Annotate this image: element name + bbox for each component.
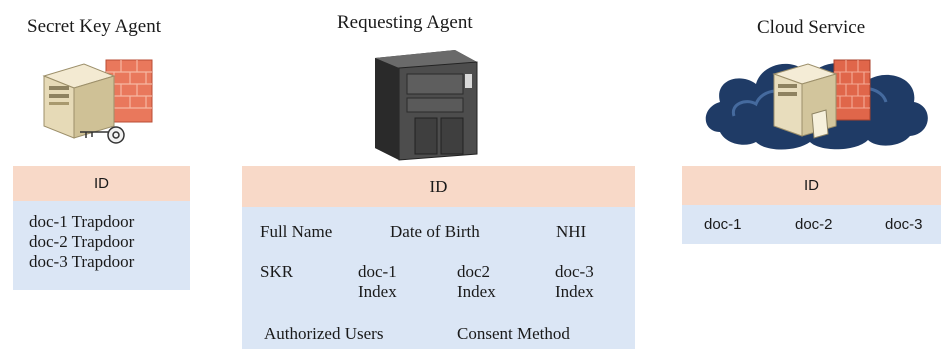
requesting-agent-body: Full Name Date of Birth NHI SKR doc-1 In…: [242, 207, 635, 349]
id-label: ID: [804, 177, 819, 194]
cloud-service-id-header: ID: [682, 166, 941, 205]
cloud-service-table: ID doc-1 doc-2 doc-3: [682, 166, 941, 244]
authorized-users-field: Authorized Users: [264, 324, 384, 343]
requesting-agent-title: Requesting Agent: [337, 12, 473, 33]
consent-method-field: Consent Method: [457, 324, 570, 343]
requesting-agent-id-header: ID: [242, 166, 635, 207]
cloud-service-body: doc-1 doc-2 doc-3: [682, 205, 941, 244]
nhi-field: NHI: [556, 222, 587, 241]
trapdoor-row: doc-1 Trapdoor: [29, 212, 135, 231]
key-icon: [80, 126, 125, 144]
server-firewall-key-icon: [42, 59, 153, 144]
doc3-index-line1: doc-3: [555, 262, 594, 281]
trapdoor-row: doc-2 Trapdoor: [29, 232, 135, 251]
id-label: ID: [429, 176, 448, 196]
doc1-index-line1: doc-1: [358, 262, 397, 281]
secret-key-agent-body: doc-1 Trapdoor doc-2 Trapdoor doc-3 Trap…: [13, 201, 190, 290]
cloud-service-title: Cloud Service: [757, 17, 866, 38]
doc-cell: doc-2: [795, 216, 833, 233]
full-name-field: Full Name: [260, 222, 333, 241]
doc1-index-line2: Index: [358, 282, 397, 301]
doc-cell: doc-3: [885, 216, 923, 233]
doc3-index-line2: Index: [555, 282, 594, 301]
doc2-index-line1: doc2: [457, 262, 491, 281]
cloud-server-icon: [705, 59, 928, 150]
firewall-icon: [833, 59, 871, 121]
id-label: ID: [94, 175, 109, 192]
secret-key-agent-title: Secret Key Agent: [27, 16, 162, 37]
secret-key-agent-table: ID doc-1 Trapdoor doc-2 Trapdoor doc-3 T…: [13, 166, 190, 290]
folder-icon: [811, 109, 829, 139]
date-of-birth-field: Date of Birth: [390, 222, 480, 241]
tower-server-icon: [375, 50, 478, 161]
secret-key-agent-id-header: ID: [13, 166, 190, 201]
requesting-agent-table: ID Full Name Date of Birth NHI SKR doc-1…: [242, 166, 635, 349]
trapdoor-row: doc-3 Trapdoor: [29, 252, 135, 271]
server-icon: [42, 63, 116, 139]
server-icon: [772, 63, 838, 137]
doc2-index-line2: Index: [457, 282, 496, 301]
skr-field: SKR: [260, 262, 294, 281]
doc-cell: doc-1: [704, 216, 742, 233]
